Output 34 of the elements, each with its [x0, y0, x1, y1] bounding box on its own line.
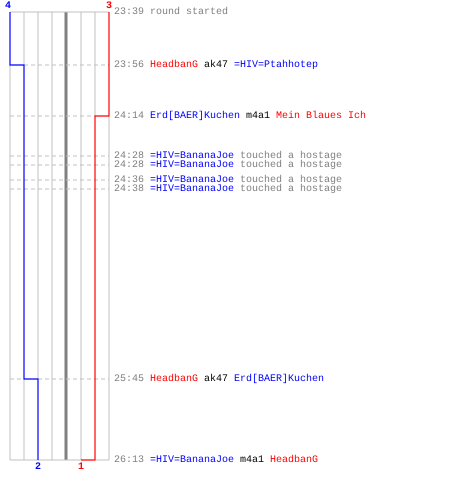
player-name: =HIV=BananaJoe — [150, 456, 234, 465]
event-text: touched a hostage — [240, 161, 342, 170]
timestamp: 25:45 — [114, 375, 144, 384]
player-name: =HIV=BananaJoe — [150, 176, 234, 185]
timestamp: 24:38 — [114, 185, 144, 194]
player-name: =HIV=Ptahhotep — [234, 61, 318, 70]
timestamp: 26:13 — [114, 456, 144, 465]
player-name: =HIV=BananaJoe — [150, 185, 234, 194]
player-count: 1 — [78, 463, 84, 472]
timestamp: 24:28 — [114, 161, 144, 170]
event-text: touched a hostage — [240, 185, 342, 194]
timestamp: 24:14 — [114, 112, 144, 121]
player-name: Mein Blaues Ich — [276, 112, 366, 121]
player-name: Erd[BAER]Kuchen — [150, 112, 240, 121]
player-name: HeadbanG — [270, 456, 318, 465]
weapon-name: ak47 — [204, 61, 228, 70]
timestamp: 24:28 — [114, 152, 144, 161]
player-name: Erd[BAER]Kuchen — [234, 375, 324, 384]
event-text: touched a hostage — [240, 176, 342, 185]
timestamp: 23:56 — [114, 61, 144, 70]
timestamp: 23:39 — [114, 8, 144, 17]
player-count: 4 — [5, 2, 12, 11]
player-name: HeadbanG — [150, 375, 198, 384]
player-count: 2 — [35, 463, 42, 472]
event-text: touched a hostage — [240, 152, 342, 161]
weapon-name: ak47 — [204, 375, 228, 384]
weapon-name: m4a1 — [246, 112, 270, 121]
player-count: 3 — [106, 2, 112, 11]
event-text: round started — [150, 8, 228, 17]
player-name: HeadbanG — [150, 61, 198, 70]
timestamp: 24:36 — [114, 176, 144, 185]
player-name: =HIV=BananaJoe — [150, 152, 234, 161]
player-name: =HIV=BananaJoe — [150, 161, 234, 170]
weapon-name: m4a1 — [240, 456, 264, 465]
